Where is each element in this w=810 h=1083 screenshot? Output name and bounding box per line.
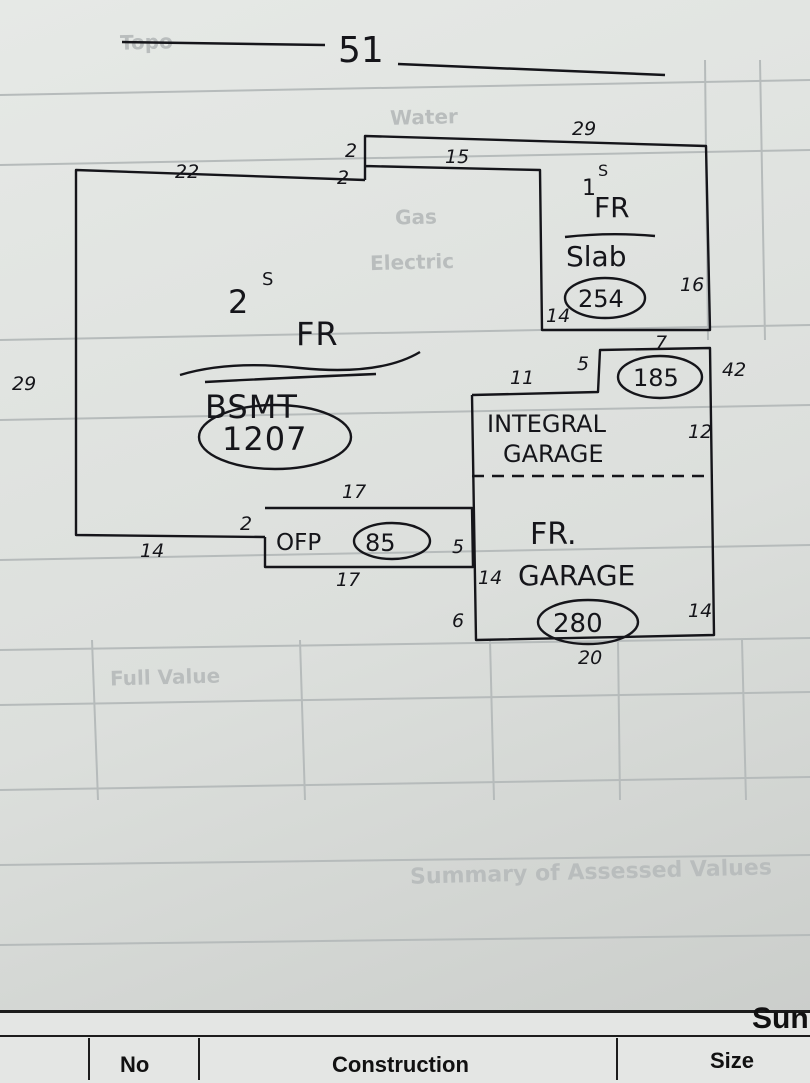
dim-frgarage-lower-left: 6 bbox=[452, 610, 464, 632]
dim-frgarage-bottom: 20 bbox=[578, 647, 602, 669]
integral-garage-area-circle bbox=[616, 354, 704, 400]
main-house-construction: FR bbox=[296, 315, 339, 353]
main-house-stories-sup: S bbox=[262, 269, 273, 290]
rear-wing-outline bbox=[363, 134, 712, 332]
porch-label: OFP bbox=[276, 530, 321, 556]
integral-garage-outline bbox=[470, 346, 716, 642]
dim-rear-inner-top: 15 bbox=[445, 146, 469, 168]
dim-main-bottom: 14 bbox=[140, 540, 164, 562]
main-house-area-circle bbox=[197, 403, 353, 471]
integral-garage-line2: GARAGE bbox=[503, 440, 603, 468]
integral-garage-labels: INTEGRAL GARAGE 185 bbox=[487, 364, 679, 468]
rear-wing-stories-sup: S bbox=[598, 161, 608, 180]
form-grid-lines bbox=[0, 59, 810, 946]
frame-garage-area: 280 bbox=[553, 609, 603, 639]
dim-porch-left: 2 bbox=[240, 513, 252, 535]
footer-header-row bbox=[0, 1035, 810, 1082]
porch-outline bbox=[263, 506, 475, 569]
dim-frgarage-right: 14 bbox=[688, 600, 712, 622]
frame-garage-labels: FR. GARAGE 280 bbox=[518, 517, 635, 639]
main-house-stories: 2 bbox=[228, 283, 249, 321]
dim-main-left: 29 bbox=[12, 373, 36, 395]
dim-garage-top: 11 bbox=[510, 367, 534, 389]
footer-col-construction: Construction bbox=[198, 1038, 618, 1080]
lot-underline-left bbox=[121, 40, 326, 47]
porch-area-circle bbox=[352, 521, 432, 561]
dim-overall-right: 42 bbox=[722, 359, 746, 381]
dim-main-notch-b: 2 bbox=[337, 167, 349, 189]
property-sketch: 51 2 S FR BSMT 1207 1 S FR Slab 254 INTE… bbox=[12, 30, 746, 669]
porch-area: 85 bbox=[365, 529, 396, 557]
frame-garage-area-circle bbox=[536, 598, 640, 646]
porch-labels: OFP 85 bbox=[276, 529, 396, 557]
rear-wing-labels: 1 S FR Slab 254 bbox=[566, 161, 630, 313]
main-house-area: 1207 bbox=[222, 420, 307, 458]
main-house-foundation: BSMT bbox=[205, 388, 298, 426]
rear-wing-area-circle bbox=[563, 276, 647, 320]
frame-garage-line2: GARAGE bbox=[518, 559, 635, 592]
integral-garage-area: 185 bbox=[633, 364, 679, 392]
footer-col-size: Size bbox=[616, 1038, 810, 1080]
dim-frgarage-left: 14 bbox=[478, 567, 502, 589]
dim-garage-notch: 5 bbox=[577, 353, 589, 375]
dim-rear-top: 29 bbox=[572, 118, 596, 140]
rear-wing-construction: FR bbox=[594, 191, 630, 224]
footer-title-fragment: Sun bbox=[752, 1002, 809, 1035]
main-house-outline bbox=[74, 168, 366, 539]
dim-rear-right: 16 bbox=[680, 274, 704, 296]
rear-wing-stories: 1 bbox=[582, 176, 596, 201]
rear-wing-area: 254 bbox=[578, 285, 624, 313]
frame-garage-line1: FR. bbox=[530, 517, 577, 552]
main-house-labels: 2 S FR BSMT 1207 bbox=[205, 269, 339, 458]
form-footer-table bbox=[0, 1010, 810, 1083]
lot-number: 51 bbox=[338, 30, 384, 71]
dim-porch-top: 17 bbox=[342, 481, 366, 503]
dim-main-top: 22 bbox=[175, 161, 199, 183]
dim-rear-bottom-left: 14 bbox=[546, 305, 570, 327]
dimension-labels: 22 29 14 2 2 29 15 16 14 11 5 7 12 42 14… bbox=[12, 118, 746, 669]
main-house-underline-stroke bbox=[179, 350, 421, 377]
dim-garage-notch-top: 7 bbox=[655, 332, 667, 354]
dim-main-notch-a: 2 bbox=[345, 140, 357, 162]
rear-wing-foundation: Slab bbox=[566, 240, 626, 273]
rear-wing-divider-stroke bbox=[564, 233, 656, 239]
integral-garage-line1: INTEGRAL bbox=[487, 410, 607, 438]
footer-col-construction-label: Construction bbox=[332, 1052, 469, 1077]
footer-col-no: No bbox=[88, 1038, 200, 1080]
dim-porch-bottom: 17 bbox=[336, 569, 360, 591]
lot-underline-right bbox=[397, 62, 666, 77]
dim-garage-right: 12 bbox=[688, 421, 712, 443]
dim-porch-right: 5 bbox=[452, 536, 464, 558]
footer-col-no-label: No bbox=[120, 1052, 150, 1077]
footer-col-size-label: Size bbox=[710, 1048, 755, 1073]
main-house-divider-stroke bbox=[204, 372, 377, 384]
